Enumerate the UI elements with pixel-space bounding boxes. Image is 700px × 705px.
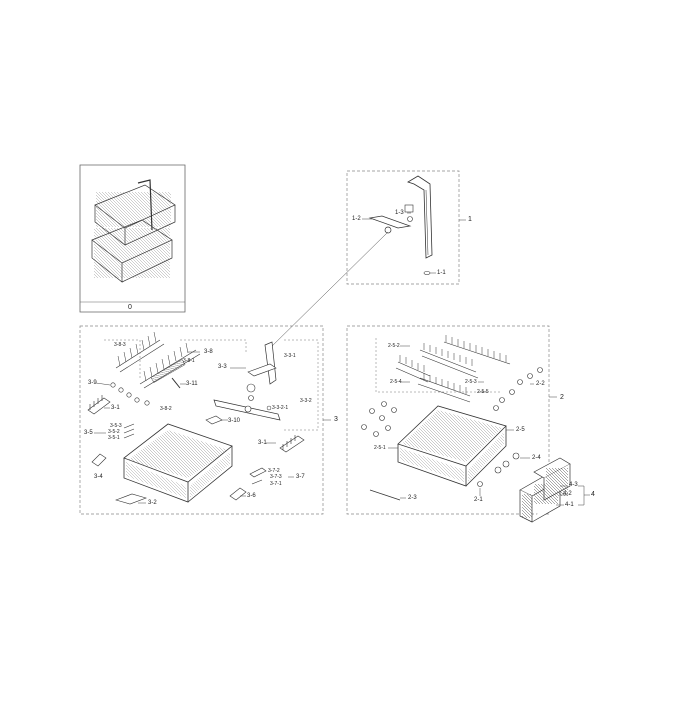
part-3-3-1: 3-3-1 bbox=[284, 353, 296, 359]
part-3-5-3: 3-5-3 bbox=[110, 423, 122, 429]
part-2-5-1: 2-5-1 bbox=[374, 445, 386, 451]
part-3-7: 3-7 bbox=[296, 474, 305, 480]
group-2-box bbox=[346, 325, 557, 515]
part-3-3: 3-3 bbox=[218, 364, 227, 370]
part-3-6: 3-6 bbox=[247, 493, 256, 499]
part-2-3: 2-3 bbox=[408, 495, 417, 501]
part-4-3: 4-3 bbox=[569, 482, 578, 488]
part-1-3: 1-3 bbox=[395, 210, 404, 216]
part-4-1: 4-1 bbox=[565, 502, 574, 508]
group-1-box bbox=[346, 170, 466, 285]
connection-line bbox=[267, 231, 389, 351]
part-1-2: 1-2 bbox=[352, 216, 361, 222]
part-3-1-left: 3-1 bbox=[111, 405, 120, 411]
part-3-11: 3-11 bbox=[186, 381, 198, 387]
part-3-5-2: 3-5-2 bbox=[108, 429, 120, 435]
part-3-9: 3-9 bbox=[88, 380, 97, 386]
part-3-7-2: 3-7-2 bbox=[268, 468, 280, 474]
part-3-8-3: 3-8-3 bbox=[114, 342, 126, 348]
callout-3: 3 bbox=[334, 416, 338, 423]
overview-box bbox=[79, 164, 186, 313]
part-2-5-4: 2-5-4 bbox=[390, 379, 402, 385]
part-2-5: 2-5 bbox=[516, 427, 525, 433]
part-3-8-1: 3-8-1 bbox=[183, 358, 195, 364]
callout-4: 4 bbox=[591, 491, 595, 498]
part-2-4: 2-4 bbox=[532, 455, 541, 461]
part-3-8-2: 3-8-2 bbox=[160, 406, 172, 412]
part-3-4: 3-4 bbox=[94, 474, 103, 480]
part-3-2: 3-2 bbox=[148, 500, 157, 506]
part-2-1: 2-1 bbox=[474, 497, 483, 503]
part-4-2: 4-2 bbox=[563, 491, 572, 497]
part-3-8: 3-8 bbox=[204, 349, 213, 355]
part-3-5: 3-5 bbox=[84, 430, 93, 436]
part-2-5-2: 2-5-2 bbox=[388, 343, 400, 349]
part-3-3-2: 3-3-2 bbox=[300, 398, 312, 404]
callout-1: 1 bbox=[468, 216, 472, 223]
group-4-drawing bbox=[519, 457, 590, 523]
part-3-1-right: 3-1 bbox=[258, 440, 267, 446]
part-3-10: 3-10 bbox=[228, 418, 241, 424]
part-1-1: 1-1 bbox=[437, 270, 446, 276]
part-3-7-3: 3-7-3 bbox=[270, 474, 282, 480]
part-2-5-3: 2-5-3 bbox=[465, 379, 477, 385]
overview-label: 0 bbox=[128, 304, 132, 311]
part-3-3-2-1: 3-3-2-1 bbox=[272, 405, 289, 411]
callout-2: 2 bbox=[560, 394, 564, 401]
group-3-box bbox=[79, 325, 331, 515]
part-3-7-1: 3-7-1 bbox=[270, 481, 282, 487]
part-2-5-5: 2-5-5 bbox=[477, 389, 489, 395]
part-3-5-1: 3-5-1 bbox=[108, 435, 120, 441]
part-2-2: 2-2 bbox=[536, 381, 545, 387]
